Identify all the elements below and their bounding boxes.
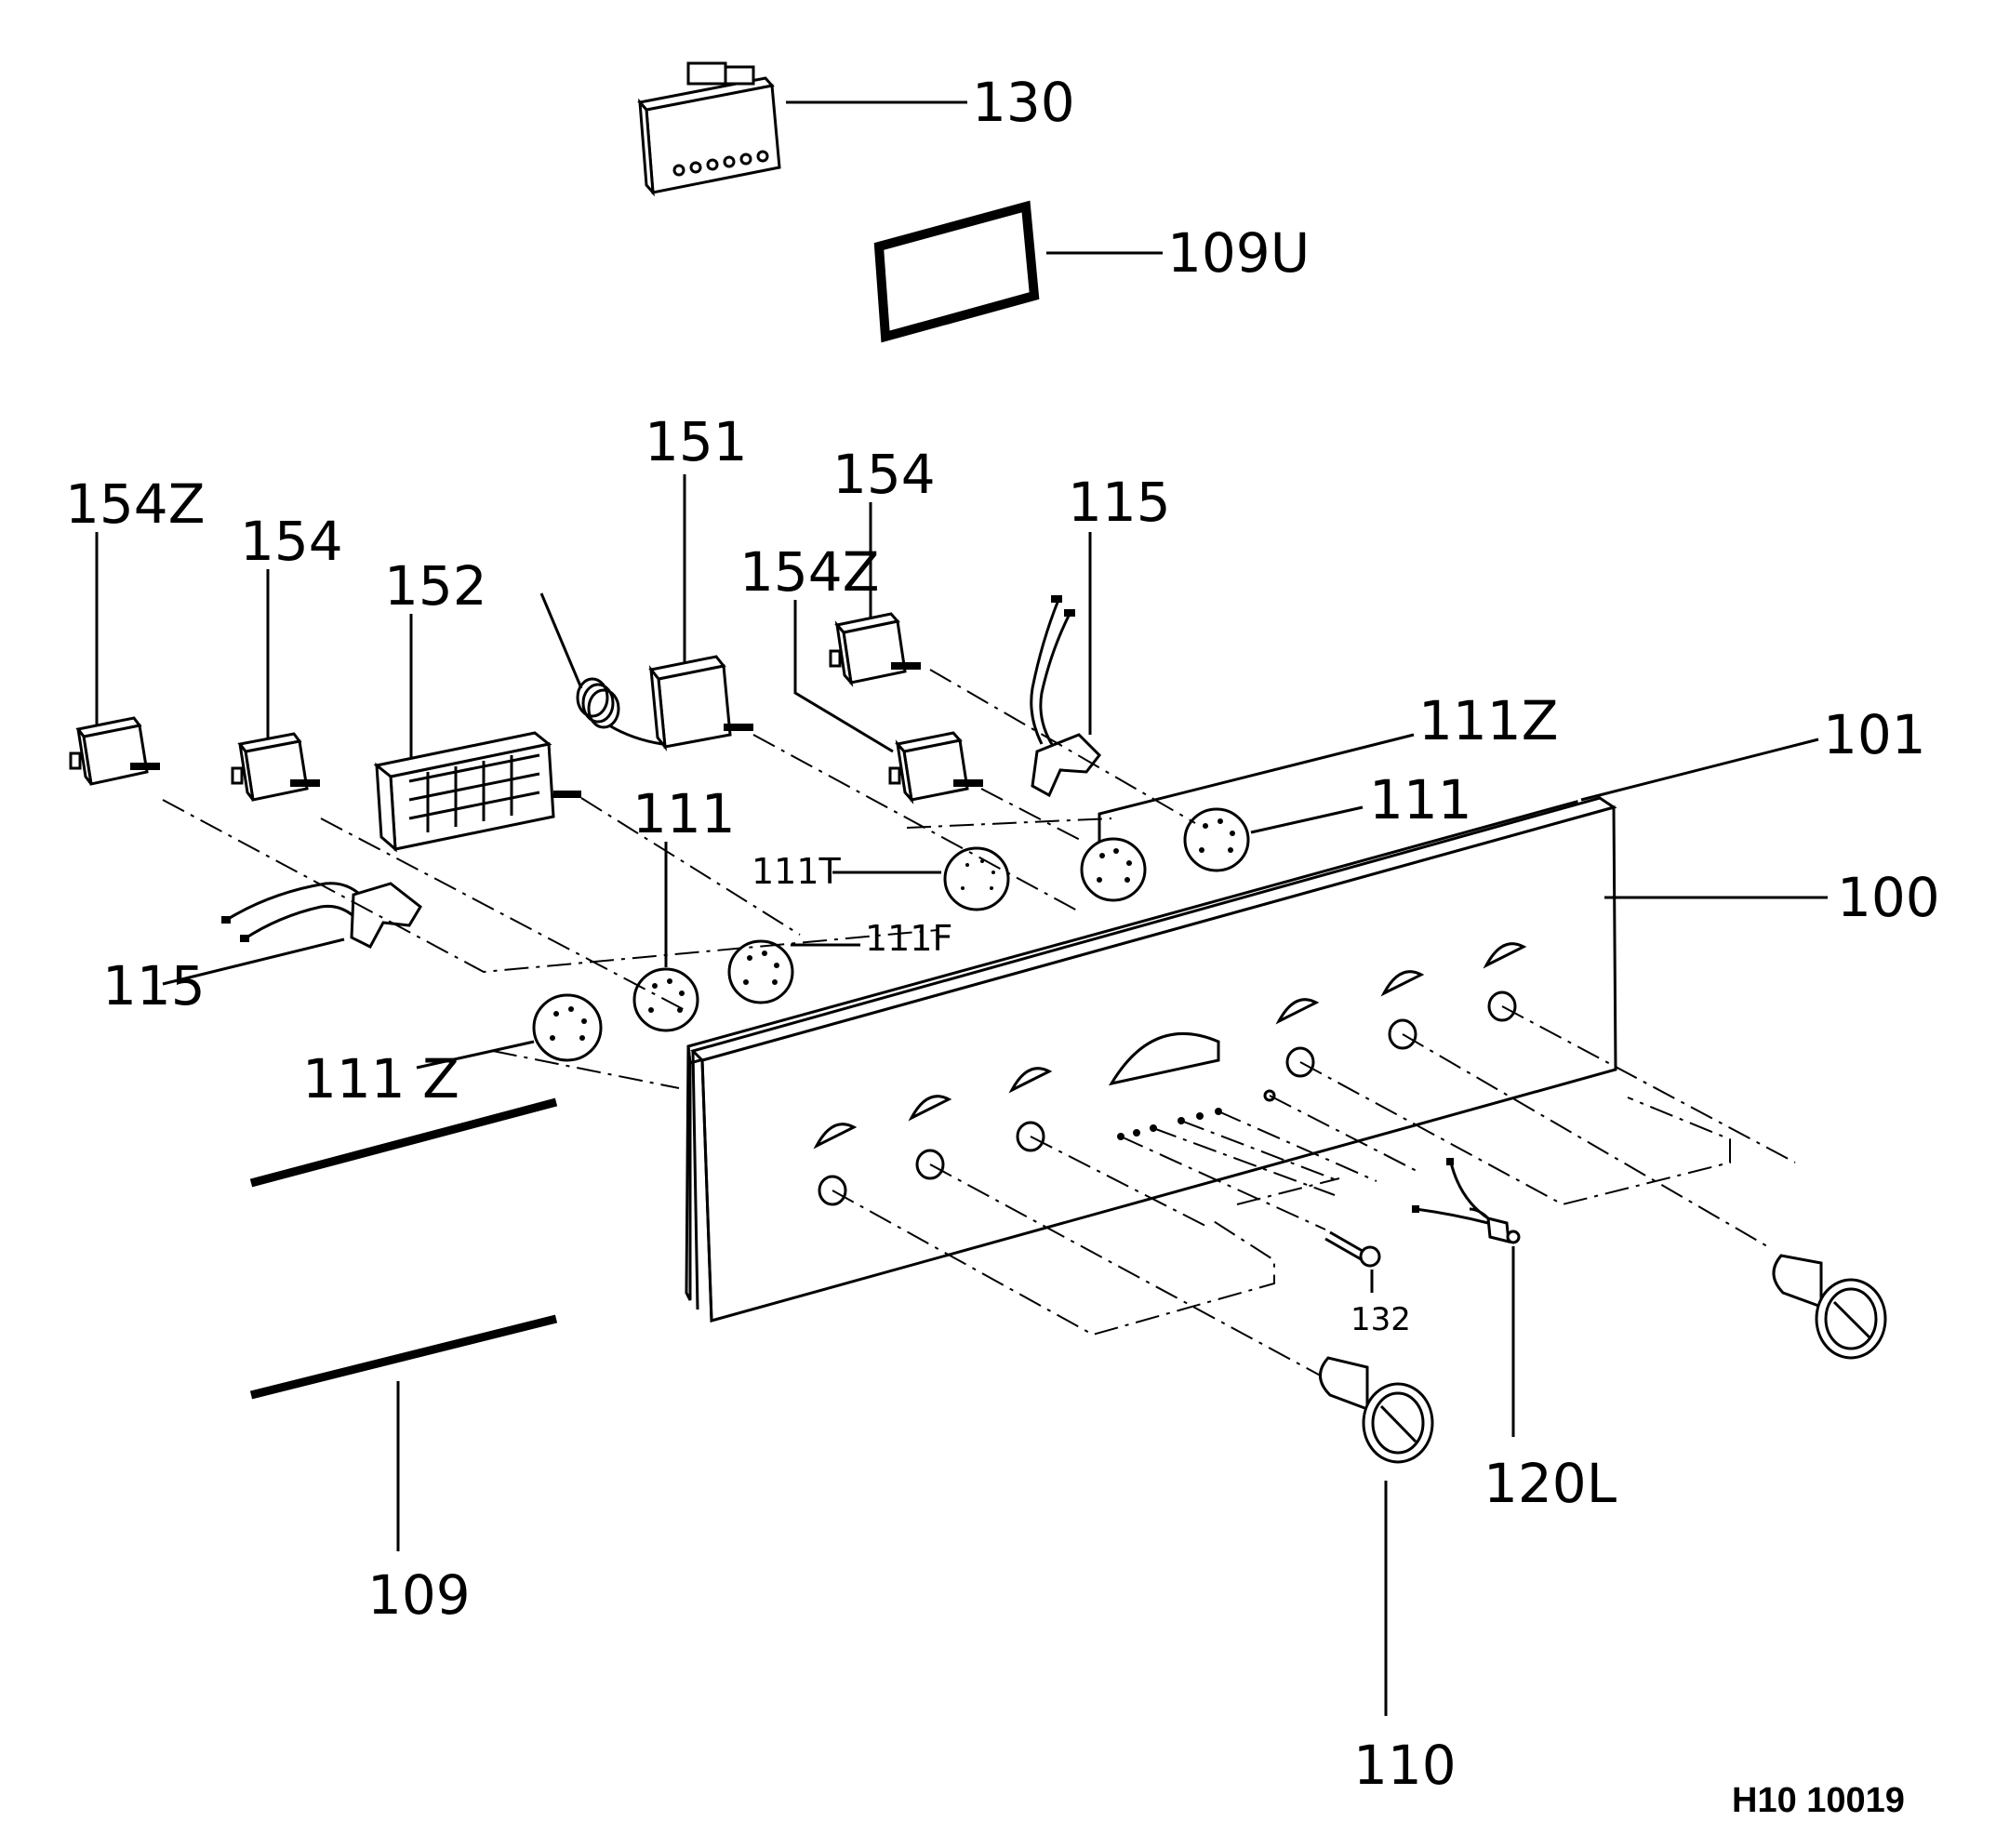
indicator-lamp-icon xyxy=(1412,1158,1521,1244)
rotary-switch-icon xyxy=(888,731,983,804)
dial-disc-icon xyxy=(532,993,603,1062)
thermostat-icon xyxy=(539,592,753,751)
rotary-switch-icon xyxy=(69,716,160,786)
label-115-left: 115 xyxy=(102,954,206,1017)
drawing-reference: H10 10019 xyxy=(1732,1781,1905,1820)
window-gasket-icon xyxy=(873,200,1040,343)
control-panel-icon xyxy=(685,796,1617,1323)
label-101: 101 xyxy=(1823,703,1926,766)
lamp-bracket-icon xyxy=(1030,595,1101,798)
label-111F: 111F xyxy=(865,918,952,959)
label-110: 110 xyxy=(1353,1734,1457,1797)
label-111-mid: 111 xyxy=(632,782,736,845)
rotary-switch-icon xyxy=(231,732,320,802)
label-115-top: 115 xyxy=(1068,471,1171,534)
selector-switch-icon xyxy=(373,731,581,853)
label-100: 100 xyxy=(1837,866,1940,929)
label-154Z-left: 154Z xyxy=(65,472,205,536)
label-111T: 111T xyxy=(752,851,842,892)
dial-disc-icon xyxy=(727,939,794,1004)
dial-disc-icon xyxy=(1183,807,1250,872)
label-109U: 109U xyxy=(1167,221,1310,285)
rotary-switch-icon xyxy=(829,612,921,687)
label-154-left: 154 xyxy=(240,510,343,573)
control-knob-icon xyxy=(1319,1356,1434,1464)
dial-disc-icon xyxy=(943,846,1010,911)
gasket-strip-icon xyxy=(249,1097,558,1400)
label-154-mid: 154 xyxy=(832,443,936,506)
label-111Z-left: 111 Z xyxy=(302,1047,459,1110)
label-111Z-right: 111Z xyxy=(1418,689,1558,752)
dial-disc-icon xyxy=(1080,837,1147,902)
panel-openings xyxy=(813,942,1527,1206)
label-151: 151 xyxy=(645,410,748,473)
screw-icon xyxy=(1324,1230,1381,1268)
label-130: 130 xyxy=(972,71,1075,134)
label-152: 152 xyxy=(384,554,487,618)
label-109: 109 xyxy=(367,1563,471,1627)
label-132: 132 xyxy=(1351,1301,1411,1338)
control-knob-icon xyxy=(1772,1254,1887,1360)
alignment-lines xyxy=(162,669,1796,1387)
lamp-bracket-icon xyxy=(221,882,422,949)
label-111-right: 111 xyxy=(1369,768,1472,831)
clock-module-icon xyxy=(637,61,781,197)
label-154Z-mid: 154Z xyxy=(739,540,879,604)
label-120L: 120L xyxy=(1484,1452,1617,1515)
